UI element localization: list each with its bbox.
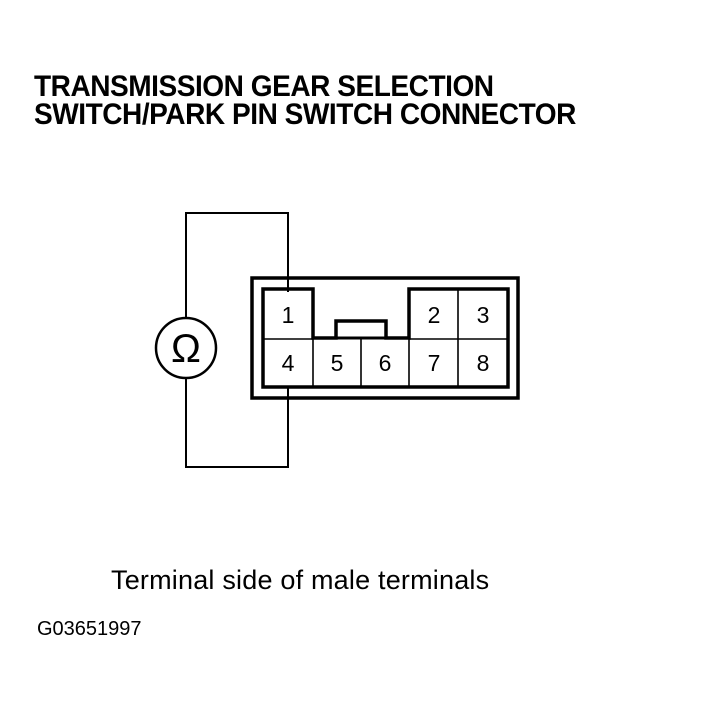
lead-to-pin-1 <box>185 212 289 318</box>
terminal-6: 6 <box>379 350 392 376</box>
terminal-7: 7 <box>428 350 441 376</box>
connector-housing <box>250 276 520 400</box>
terminal-3: 3 <box>477 302 490 328</box>
terminal-1: 1 <box>282 302 295 328</box>
ohmmeter-icon: Ω <box>154 316 218 380</box>
terminal-4: 4 <box>282 350 295 376</box>
cell-dividers <box>263 289 508 387</box>
ohm-symbol: Ω <box>171 327 201 371</box>
view-caption: Terminal side of male terminals <box>111 565 490 595</box>
terminal-5: 5 <box>331 350 344 376</box>
diagram-title-line-2: SWITCH/PARK PIN SWITCH CONNECTOR <box>34 98 576 131</box>
test-leads <box>185 212 289 468</box>
lead-to-pin-4 <box>185 375 289 468</box>
diagram-title-line-1: TRANSMISSION GEAR SELECTION <box>34 70 494 103</box>
terminal-8: 8 <box>477 350 490 376</box>
terminal-2: 2 <box>428 302 441 328</box>
figure-id: G03651997 <box>37 618 142 640</box>
terminal-labels: 1 2 3 4 5 6 7 8 <box>282 302 490 376</box>
